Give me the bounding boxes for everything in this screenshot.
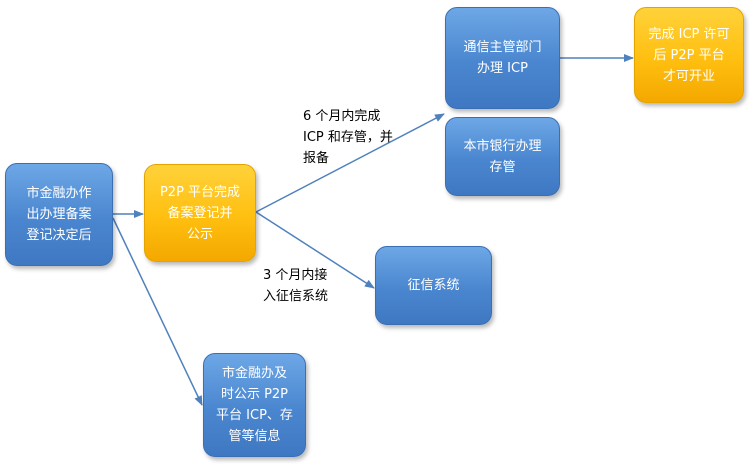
node-bank: 本市银行办理 存管 <box>445 117 560 196</box>
node-platform: P2P 平台完成 备案登记并 公示 <box>144 164 256 262</box>
node-open: 完成 ICP 许可 后 P2P 平台 才可开业 <box>634 7 744 103</box>
node-publish: 市金融办及 时公示 P2P 平台 ICP、存 管等信息 <box>203 353 306 457</box>
arrow-platform-to-telecom <box>255 113 445 213</box>
node-start: 市金融办作 出办理备案 登记决定后 <box>5 163 113 266</box>
arrow-platform-to-credit <box>255 211 375 289</box>
node-credit: 征信系统 <box>375 246 492 325</box>
arrow-start-to-publish <box>112 217 203 406</box>
edge-label-six-months: 6 个月内完成 ICP 和存管，并 报备 <box>303 109 393 166</box>
edge-label-three-months: 3 个月内接 入征信系统 <box>263 268 329 304</box>
node-telecom: 通信主管部门 办理 ICP <box>445 7 560 109</box>
